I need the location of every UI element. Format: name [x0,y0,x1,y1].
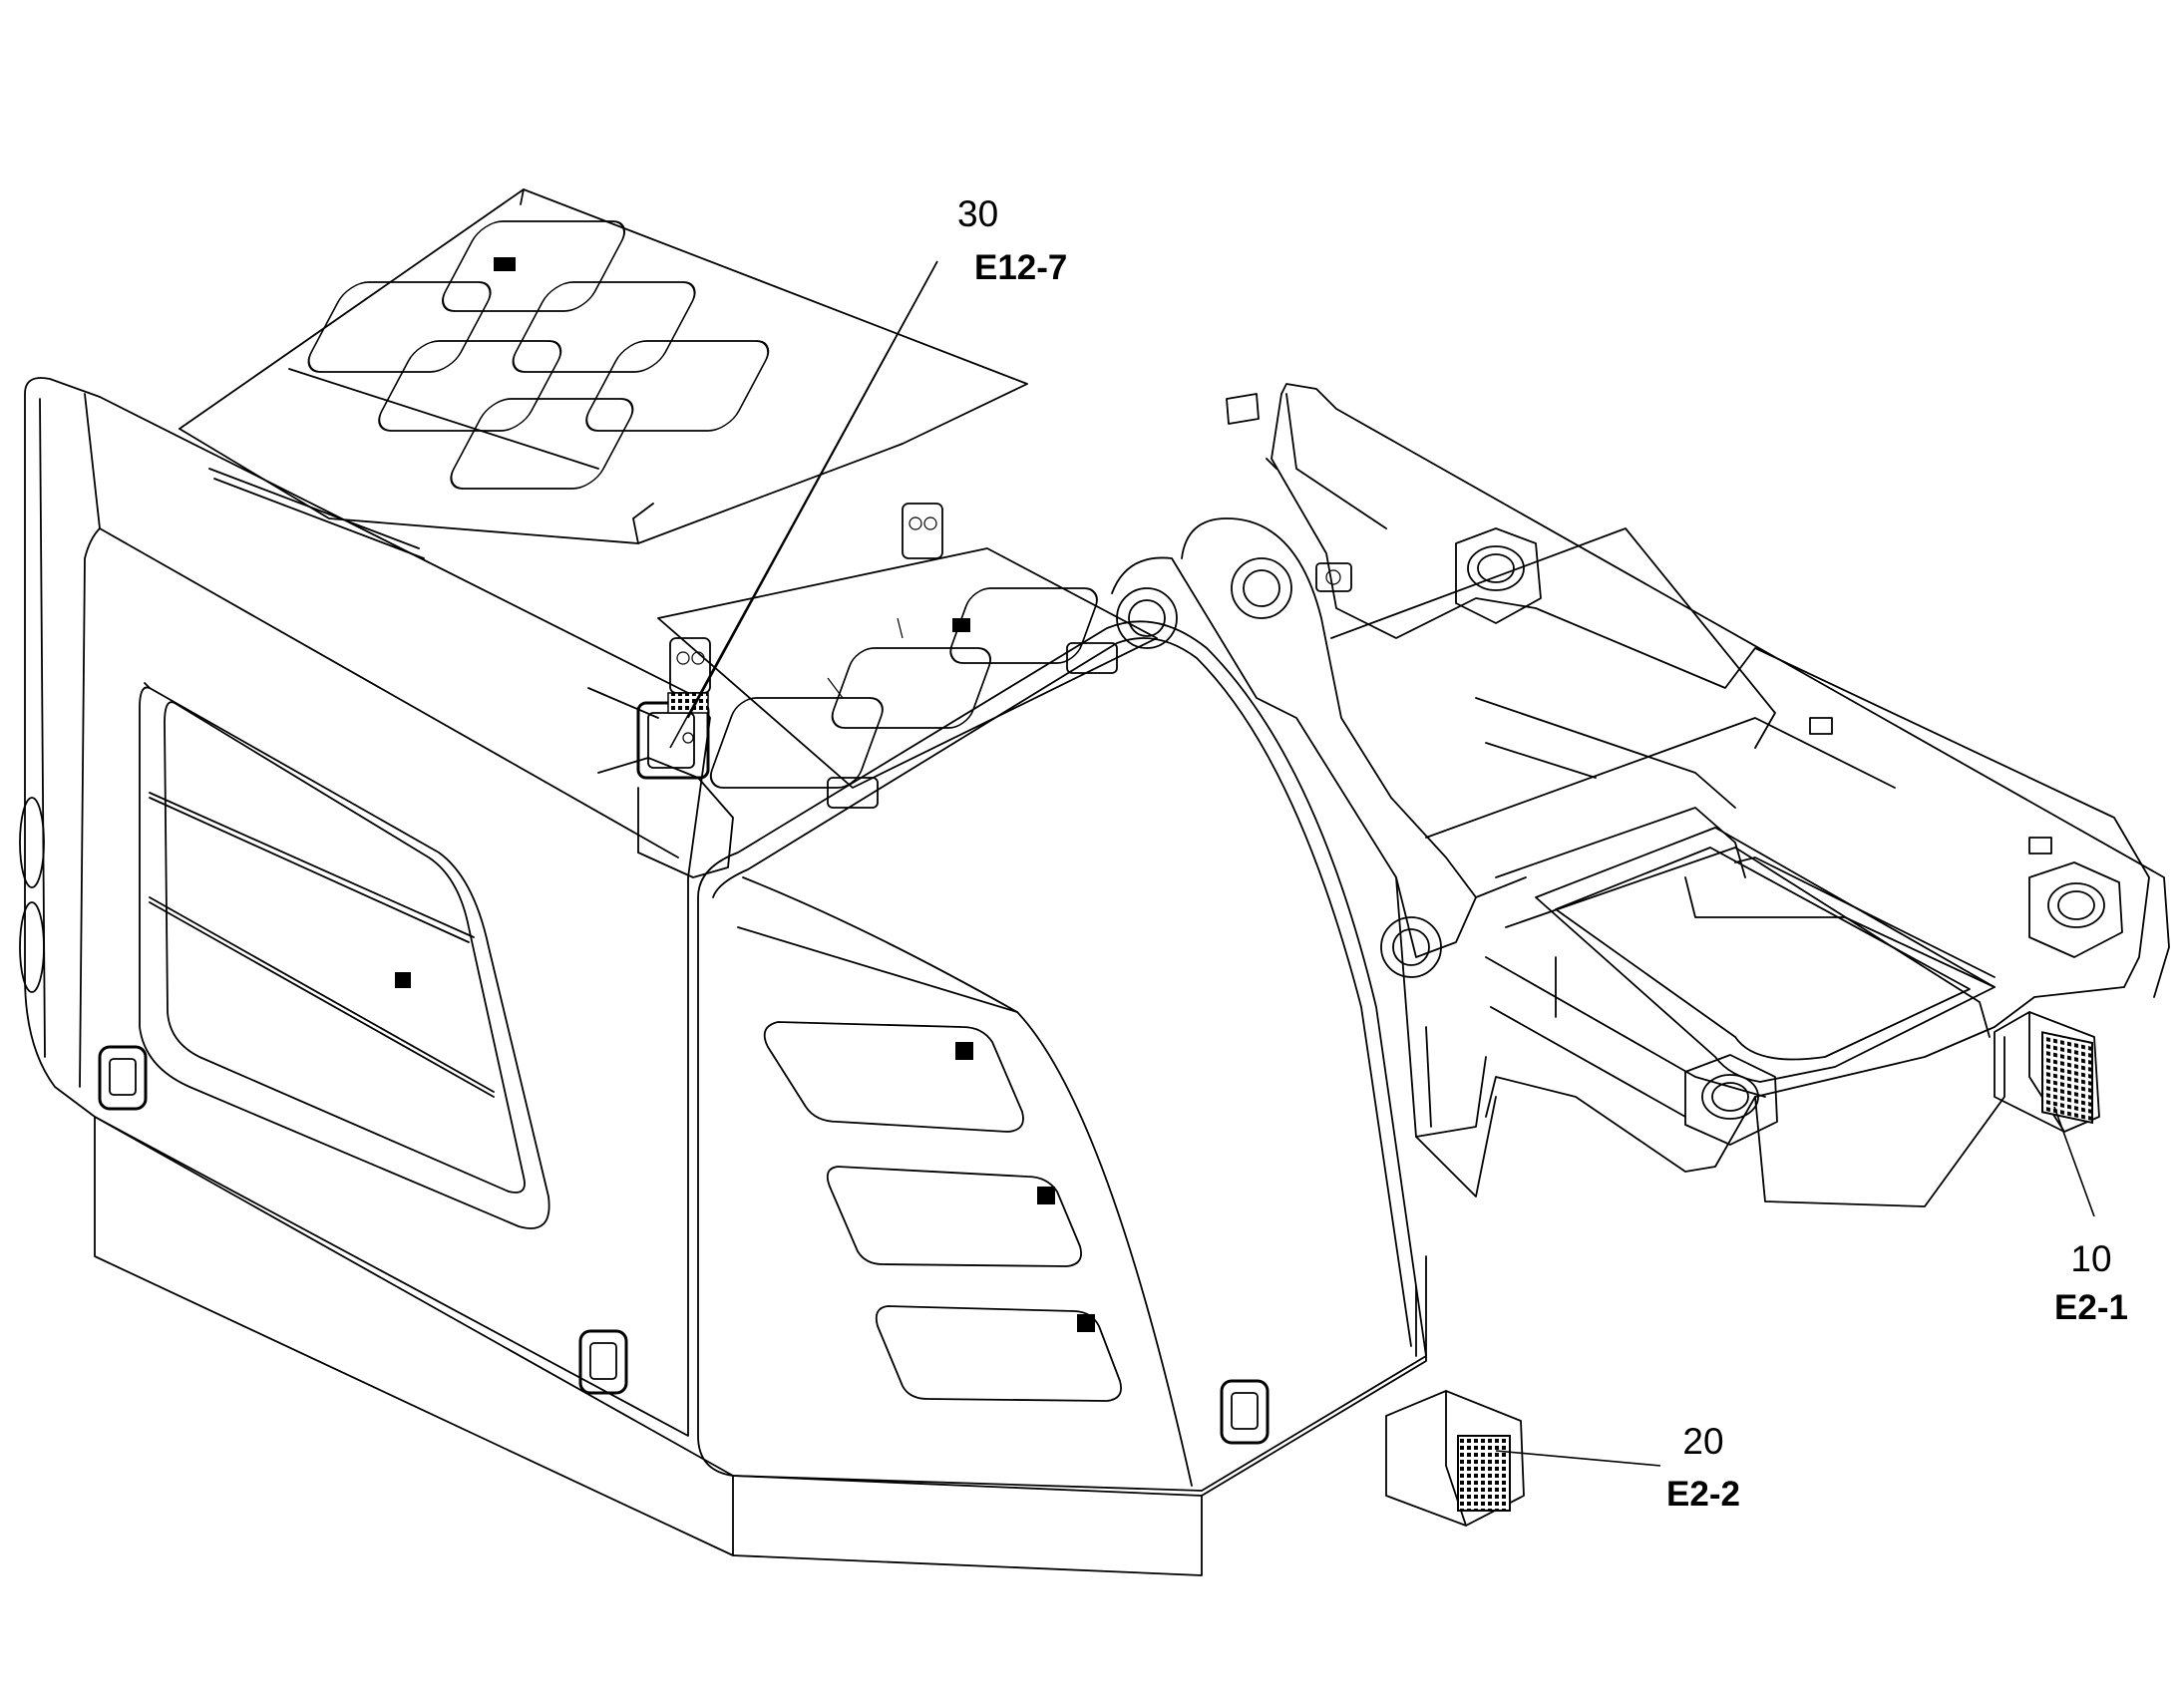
beacon-lamp [597,692,734,878]
callout-30-number: 30 [957,193,998,234]
upper-frame [1226,383,2170,1207]
callout-10-code: E2-1 [2054,1288,2128,1327]
work-light-10 [1994,1011,2100,1133]
leader-30b [669,260,938,749]
leader-lines [669,260,2095,1467]
callout-20: 20 E2-2 [1666,1421,1740,1514]
callout-20-code: E2-2 [1666,1475,1740,1514]
top-panels [657,547,1158,809]
leader-20 [1495,1450,1661,1467]
callout-20-number: 20 [1682,1421,1723,1462]
latch-right [1220,1379,1270,1445]
work-light-20 [1385,1390,1525,1527]
callout-10-number: 10 [2070,1238,2111,1279]
boom-bracket [1111,517,1487,1138]
main-body [19,377,1427,1576]
front-cover [697,620,1427,1492]
engine-hood [179,188,1028,719]
latch-left [98,1045,148,1111]
callout-30-code: E12-7 [974,248,1067,287]
latch-middle [578,1329,628,1395]
callout-10: 10 E2-1 [2054,1238,2128,1327]
leader-10 [2053,1106,2095,1217]
callout-30: 30 E12-7 [957,193,1067,287]
